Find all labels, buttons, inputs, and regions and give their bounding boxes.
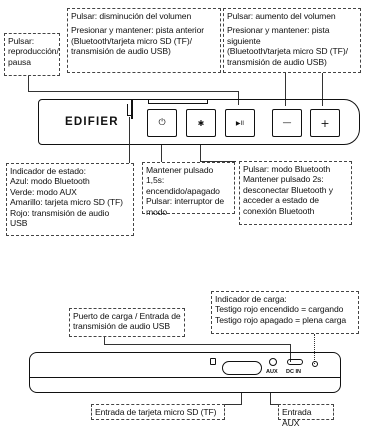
leader-charge-port-h — [104, 344, 290, 345]
leader-charge-indicator — [314, 334, 315, 364]
play-pause-button[interactable]: ▶II — [225, 109, 255, 137]
speaker-top-view: EDIFIER ⏻ ✱ ▶II — + — [38, 98, 360, 145]
bluetooth-icon: ✱ — [197, 118, 205, 128]
callout-sd-input: Entrada de tarjeta micro SD (TF) — [91, 404, 225, 420]
dc-in-port[interactable] — [287, 359, 303, 365]
leader-status-led — [129, 117, 130, 163]
leader-play-pause-down — [238, 91, 239, 105]
volume-up-button[interactable]: + — [310, 109, 340, 137]
aux-label: AUX — [266, 369, 278, 375]
callout-charge-port: Puerto de carga / Entrada de transmisión… — [69, 308, 185, 337]
minus-icon: — — [282, 118, 292, 128]
callout-play-pause: Pulsar: reproducción/ pausa — [4, 33, 60, 76]
leader-volume-up — [322, 73, 323, 106]
status-led — [127, 104, 132, 116]
leader-aux-input-h — [270, 404, 278, 405]
leader-power — [161, 145, 162, 162]
speaker-rear-view: AUX DC IN — [29, 352, 341, 393]
leader-charge-port-v — [104, 337, 105, 345]
callout-status-indicator: Indicador de estado: Azul: modo Bluetoot… — [6, 163, 134, 236]
callout-charge-indicator: Indicador de carga: Testigo rojo encendi… — [211, 291, 359, 334]
leader-aux-input — [270, 393, 271, 404]
callout-volume-down: Pulsar: disminución del volumen Presiona… — [67, 8, 221, 73]
volume-down-button[interactable]: — — [272, 109, 302, 137]
callout-bluetooth: Pulsar: modo Bluetooth Mantener pulsado … — [239, 161, 352, 225]
brand-logo: EDIFIER — [65, 116, 119, 128]
bluetooth-button[interactable]: ✱ — [186, 109, 216, 137]
leader-play-pause-h — [28, 91, 238, 92]
aux-jack[interactable] — [269, 358, 277, 366]
callout-volume-up: Pulsar: aumento del volumen Presionar y … — [223, 8, 361, 73]
play-pause-icon: ▶II — [235, 119, 245, 127]
leader-volume-down — [285, 73, 286, 106]
leader-charge-port-down — [290, 344, 291, 362]
dcin-label: DC IN — [286, 369, 301, 375]
power-icon: ⏻ — [158, 118, 166, 128]
rear-seam — [30, 377, 340, 378]
top-notch — [148, 98, 208, 104]
sd-card-slot[interactable] — [222, 361, 262, 375]
sd-card-icon — [210, 358, 216, 365]
leader-play-pause — [28, 76, 29, 91]
callout-aux-input: Entrada AUX — [278, 404, 334, 428]
leader-bluetooth-h — [200, 161, 236, 162]
plus-icon: + — [320, 116, 330, 130]
callout-power-mode: Mantener pulsado 1,5s: encendido/apagado… — [142, 162, 235, 217]
leader-sd-input — [241, 393, 242, 404]
power-button[interactable]: ⏻ — [147, 109, 177, 137]
leader-bluetooth — [200, 145, 201, 161]
charge-led — [312, 361, 318, 367]
